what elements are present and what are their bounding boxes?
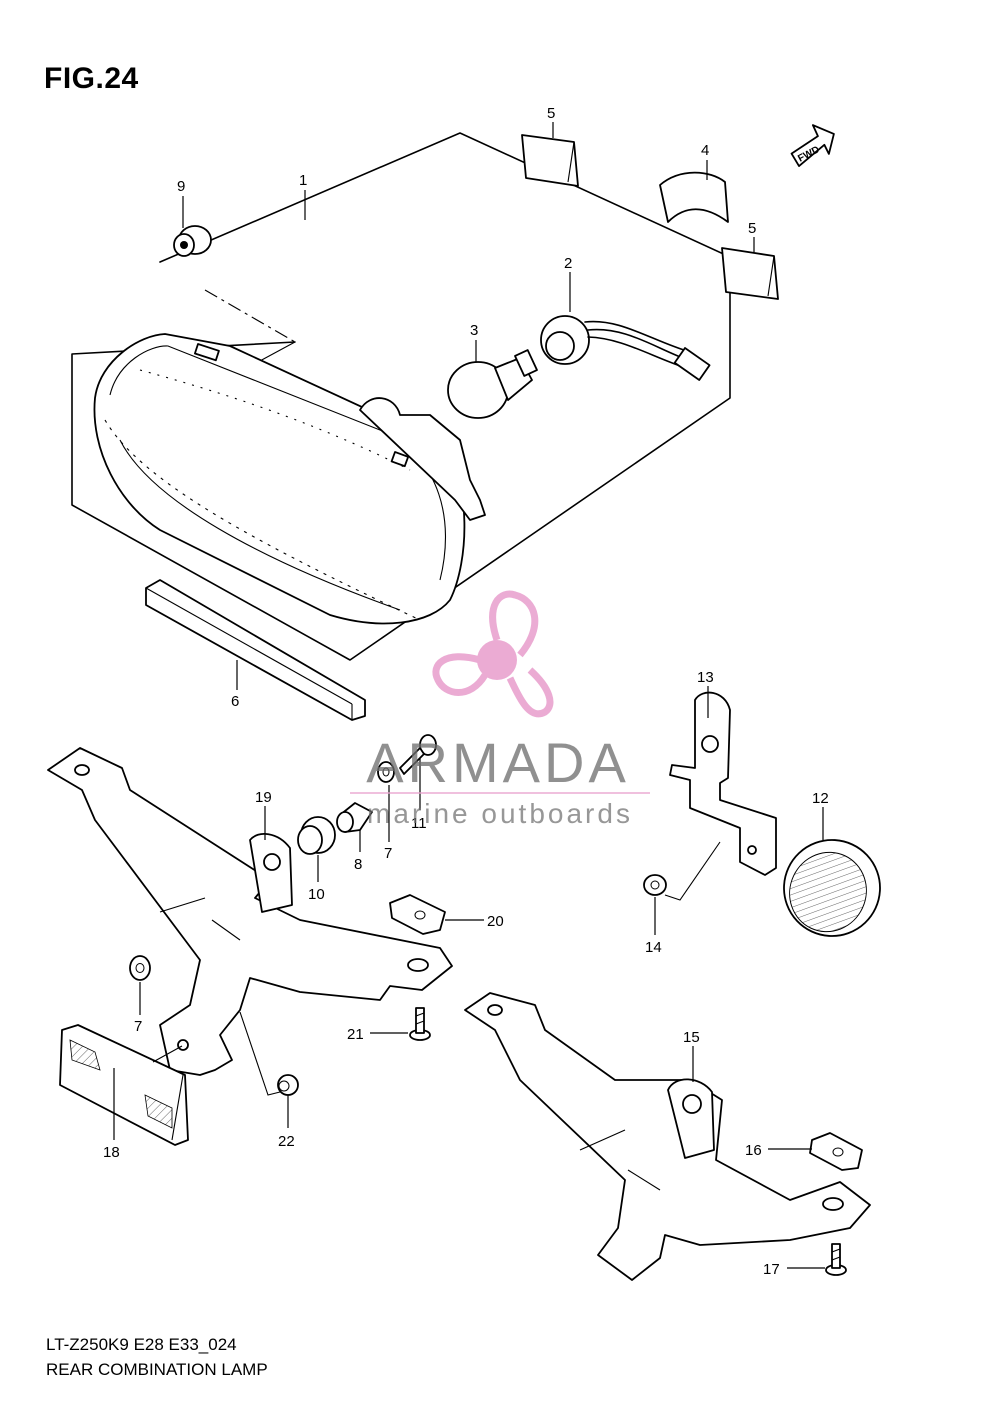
callout-16: 16 [745, 1142, 762, 1159]
callout-12: 12 [812, 790, 829, 807]
bulb [447, 349, 538, 419]
fwd-arrow-badge: FWD [790, 124, 835, 167]
watermark-brand: ARMADA [366, 731, 630, 794]
guide-lines [152, 841, 721, 1096]
callout-22: 22 [278, 1133, 295, 1150]
leader-lines [113, 122, 825, 1269]
callout-7b: 7 [134, 1018, 142, 1035]
callout-1: 1 [299, 172, 307, 189]
rectangular-reflector [59, 1024, 189, 1146]
callout-15: 15 [683, 1029, 700, 1046]
screw-lower [825, 1243, 847, 1276]
callout-18: 18 [103, 1144, 120, 1161]
assembly-box-outline [71, 132, 731, 661]
callout-7a: 7 [384, 845, 392, 862]
callout-14: 14 [645, 939, 662, 956]
callout-20: 20 [487, 913, 504, 930]
footer: LT-Z250K9 E28 E33_024 REAR COMBINATION L… [46, 1332, 268, 1382]
curved-cushion [659, 171, 729, 223]
grommet [173, 225, 212, 257]
watermark-tagline: marine outboards [367, 798, 633, 829]
callout-2: 2 [564, 255, 572, 272]
figure-title: FIG.24 [44, 62, 139, 95]
callout-8: 8 [354, 856, 362, 873]
cushion-pad-a [521, 134, 579, 187]
diagram-caption: REAR COMBINATION LAMP [46, 1360, 268, 1379]
callout-13: 13 [697, 669, 714, 686]
cushion-collar [297, 816, 336, 855]
screw-upper [409, 1007, 431, 1041]
reflector-bracket [669, 691, 777, 876]
clip-nut-lower [809, 1132, 863, 1171]
callout-19: 19 [255, 789, 272, 806]
callout-5a: 5 [547, 105, 555, 122]
callout-3: 3 [470, 322, 478, 339]
nut-lower [277, 1074, 299, 1096]
cushion-pad-b [721, 247, 779, 300]
left-bracket-frame [47, 747, 453, 1076]
propeller-hub-icon [477, 640, 517, 680]
callout-17: 17 [763, 1261, 780, 1278]
socket-harness [540, 315, 711, 381]
callout-6: 6 [231, 693, 239, 710]
foam-strip [145, 579, 366, 721]
callout-9: 9 [177, 178, 185, 195]
washer-upper [377, 761, 395, 783]
spacer-sleeve [336, 802, 373, 833]
callout-10: 10 [308, 886, 325, 903]
clip-nut-upper [389, 894, 446, 935]
bolt [399, 734, 437, 775]
callouts: 1 2 3 4 5 5 6 9 19 10 8 7 11 12 13 14 20… [103, 105, 829, 1278]
watermark-logo: ARMADA marine outboards [350, 590, 650, 829]
callout-4: 4 [701, 142, 709, 159]
propeller-icon [432, 590, 554, 718]
nut-bracket [643, 874, 667, 896]
right-bracket-frame [464, 992, 871, 1281]
diagram-code: LT-Z250K9 E28 E33_024 [46, 1335, 237, 1354]
round-reflector [783, 839, 881, 937]
assembly-box-inner [257, 341, 296, 363]
washer-lower [129, 955, 151, 981]
rear-lamp-housing [93, 333, 486, 625]
callout-21: 21 [347, 1026, 364, 1043]
callout-11: 11 [411, 815, 427, 832]
assembly-box-dashed [204, 289, 296, 343]
callout-5b: 5 [748, 220, 756, 237]
